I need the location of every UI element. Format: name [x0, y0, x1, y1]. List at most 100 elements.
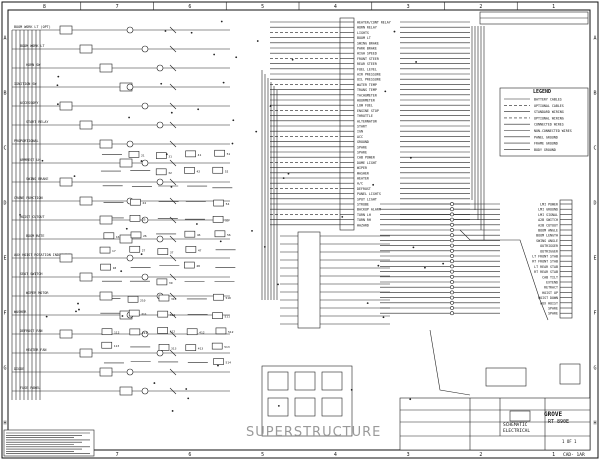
- center-terminal-label: BOOM LT: [357, 36, 371, 40]
- right-terminal-label: BOOM ANGLE: [538, 229, 558, 233]
- wire-number: 512: [228, 330, 234, 334]
- center-terminal-label: HIGH SPEED: [357, 52, 377, 56]
- column-number-bottom: 7: [116, 452, 119, 458]
- left-component-label: FUSE PANEL: [20, 386, 40, 390]
- center-terminal-label: LOW FUEL: [357, 104, 373, 108]
- right-terminal-label: RT FRONT STAB: [532, 260, 558, 264]
- wire-number: 42: [196, 169, 200, 173]
- center-terminal-label: A/C: [357, 182, 363, 186]
- left-component-label: ARMREST LH: [20, 158, 40, 162]
- center-terminal-label: DEFROST: [357, 187, 371, 191]
- wire-number: 311: [170, 313, 176, 317]
- wire-number: 514: [226, 361, 232, 365]
- center-terminal-label: WATER TEMP: [357, 83, 377, 87]
- wire-number: 31: [168, 155, 172, 159]
- row-letter-right: H: [593, 421, 596, 427]
- wire-number: 113: [114, 344, 120, 348]
- center-terminal-label: HOURMETER: [357, 99, 375, 103]
- left-component-label: AUX HOIST ROTATION INDICATOR: [14, 253, 72, 257]
- notes-block: [3, 429, 95, 457]
- center-terminal-label: HEATER: [357, 177, 369, 181]
- row-letter: A: [3, 36, 6, 42]
- center-terminal-label: TACHOMETER: [357, 93, 377, 97]
- wire-number: 313: [171, 346, 177, 350]
- row-letter: F: [3, 311, 6, 317]
- wire-number: 412: [199, 331, 205, 335]
- center-terminal-label: SPARE: [357, 145, 367, 149]
- legend-item: STANDARD WIRING: [534, 110, 564, 114]
- left-component-label: HORN SW: [26, 63, 41, 67]
- center-terminal-label: HAZARD: [357, 223, 369, 227]
- right-terminal-label: SPARE: [548, 307, 558, 311]
- left-component-label: IGNITION SW: [14, 82, 37, 86]
- column-number-bottom: 5: [261, 452, 264, 458]
- center-terminal-label: ALTERNATOR: [357, 119, 377, 123]
- left-component-label: WASHER: [14, 310, 27, 314]
- column-number: 5: [261, 4, 264, 10]
- right-terminal-label: EXTEND: [546, 281, 558, 285]
- column-number: 6: [188, 4, 191, 10]
- center-terminal-label: PARK BRAKE: [357, 47, 377, 51]
- wire-number: 511: [224, 315, 230, 319]
- wire-number: 510: [225, 296, 231, 300]
- right-terminal-label: A2B CUTOUT: [538, 223, 558, 227]
- wire-number: 39: [169, 281, 173, 285]
- legend-item: NON-CONNECTED WIRES: [534, 129, 572, 133]
- center-terminal-label: DOME LIGHT: [357, 161, 377, 165]
- row-letter-right: A: [593, 36, 596, 42]
- wire-number: 47: [198, 248, 202, 252]
- center-terminal-label: START: [357, 125, 367, 129]
- center-terminal-label: SWING BRAKE: [357, 41, 379, 45]
- row-letter: B: [3, 91, 6, 97]
- left-component-label: CRANE FUNCTION: [14, 196, 43, 200]
- left-component-label: START RELAY: [26, 120, 48, 124]
- center-terminal-label: WASHER: [357, 171, 369, 175]
- left-component-label: HEATER FAN: [26, 348, 46, 352]
- right-terminal-label: RT REAR STAB: [534, 270, 558, 274]
- left-component-label: DEFROST FAN: [20, 329, 42, 333]
- row-letter-right: G: [593, 366, 596, 372]
- wire-number: 16: [116, 235, 120, 239]
- right-terminal-label: LMI GROUND: [538, 208, 558, 212]
- row-letter-right: C: [593, 146, 596, 152]
- right-terminal-label: BOOM LENGTH: [536, 234, 558, 238]
- row-letter: H: [3, 421, 6, 427]
- right-terminal-label: LMI POWER: [540, 203, 558, 207]
- wire-number: 18: [113, 266, 117, 270]
- left-component-label: BOOM WORK LT: [20, 44, 45, 48]
- left-component-label: BOOM RATE: [26, 234, 44, 238]
- wire-number: 21: [141, 153, 145, 157]
- right-terminal-label: RETRACT: [544, 286, 558, 290]
- wire-number: 310: [171, 297, 177, 301]
- right-terminal-label: OUTRIGGER: [540, 244, 558, 248]
- right-terminal-label: LT REAR STAB: [534, 265, 558, 269]
- wire-number: 27: [142, 248, 146, 252]
- right-terminal-label: SPARE: [548, 312, 558, 316]
- right-terminal-label: LT FRONT STAB: [532, 255, 558, 259]
- center-terminal-label: REAR STEER: [357, 62, 377, 66]
- wire-number: 26: [143, 234, 147, 238]
- right-terminal-label: AUX HOIST: [540, 301, 558, 305]
- left-component-label: DIODE: [14, 367, 24, 371]
- legend-item: BODY GROUND: [534, 148, 556, 152]
- legend-item: BATTERY CABLES: [534, 98, 562, 102]
- wire-number: 24: [142, 201, 146, 205]
- center-terminal-label: FUEL LEVEL: [357, 67, 377, 71]
- column-number-bottom: 1: [552, 452, 555, 458]
- wire-number: 37: [170, 251, 174, 255]
- left-component-label: ACCESSORY: [20, 101, 38, 105]
- grove-logo: [509, 410, 531, 422]
- center-terminal-label: PANEL LIGHTS: [357, 192, 381, 196]
- left-component-label: HOIST CUTOUT: [20, 215, 45, 219]
- wire-number: 55: [225, 218, 229, 222]
- wire-number: 212: [142, 331, 148, 335]
- center-terminal-label: ACC: [357, 135, 363, 139]
- column-number: 8: [43, 4, 46, 10]
- center-terminal-label: AIR PRESSURE: [357, 73, 381, 77]
- center-terminal-label: IGN: [357, 130, 363, 134]
- left-component-label: SWING BRAKE: [26, 177, 48, 181]
- center-terminal-label: TURN LH: [357, 213, 371, 217]
